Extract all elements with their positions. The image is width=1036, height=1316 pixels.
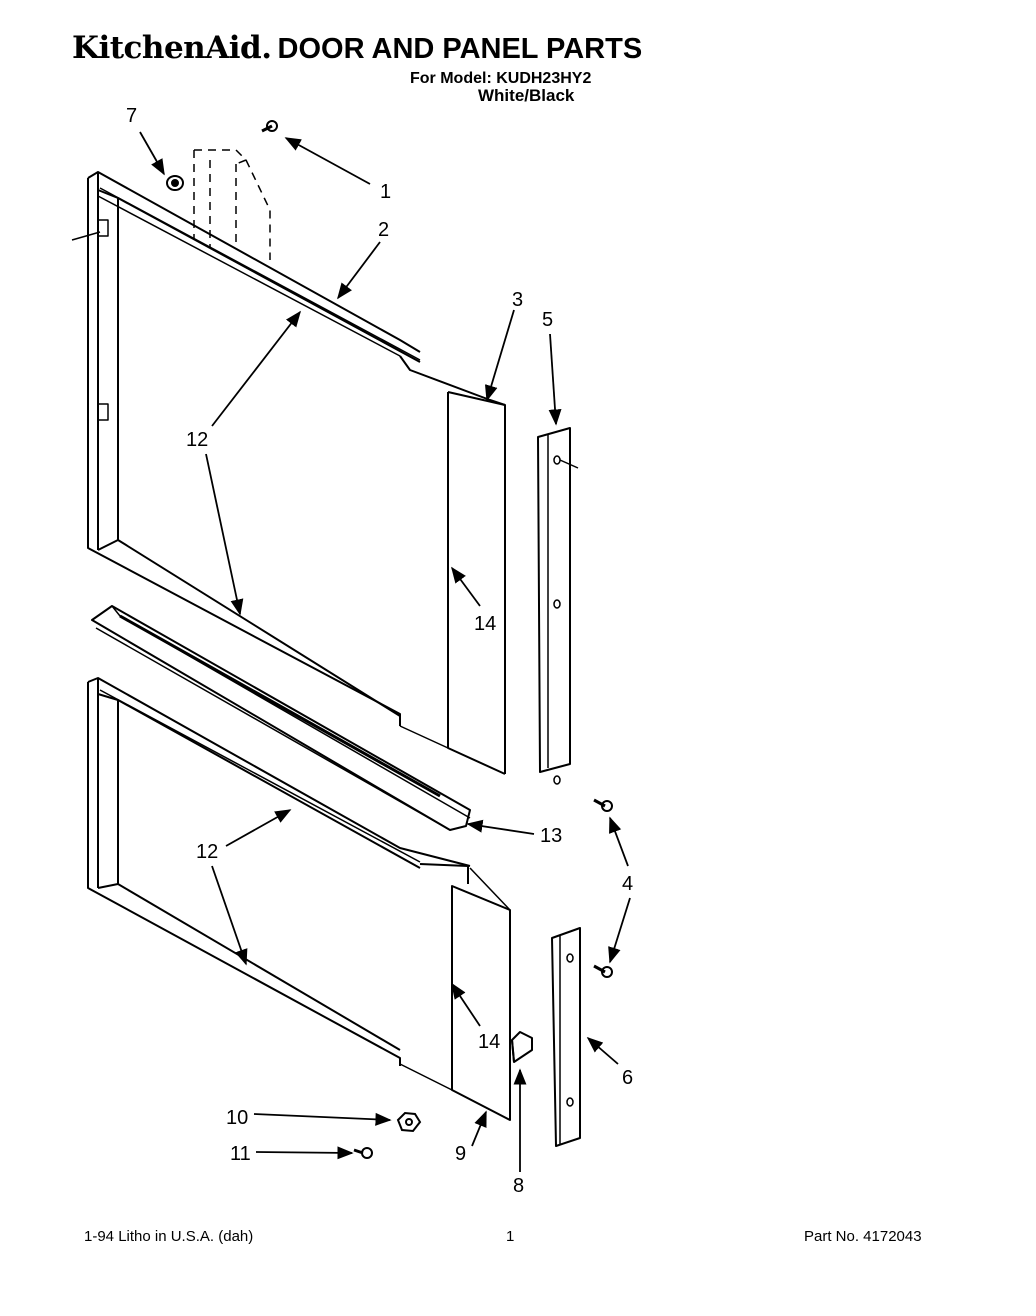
- grommet-7: [166, 175, 184, 191]
- handle-strip: [91, 605, 471, 831]
- hardware: [166, 120, 613, 1159]
- screw-11: [353, 1147, 373, 1159]
- leader-arrows: [139, 131, 631, 1172]
- page-header: KitchenAid.DOOR AND PANEL PARTS: [72, 30, 642, 66]
- upper-side-trim: [537, 427, 579, 785]
- callout-8: 8: [513, 1175, 524, 1197]
- callout-11: 11: [230, 1143, 251, 1165]
- lower-panel: [399, 863, 511, 1121]
- page-title: DOOR AND PANEL PARTS: [277, 33, 643, 65]
- lower-side-trim: [551, 927, 581, 1147]
- callout-9: 9: [455, 1143, 466, 1165]
- callout-14-lower: 14: [478, 1031, 500, 1053]
- callout-2: 2: [378, 219, 389, 241]
- callout-6: 6: [622, 1067, 633, 1089]
- callout-12-upper: 12: [186, 429, 208, 451]
- callout-1: 1: [380, 181, 391, 203]
- callout-5: 5: [542, 309, 553, 331]
- upper-panel: [117, 355, 506, 775]
- model-line: For Model: KUDH23HY2: [410, 70, 592, 87]
- footer-page-number: 1: [506, 1228, 515, 1245]
- brand-logo: KitchenAid.: [72, 30, 272, 66]
- lower-door-frame: [87, 677, 471, 1066]
- footer-litho: 1-94 Litho in U.S.A. (dah): [84, 1228, 254, 1245]
- hinge-bracket: [511, 1031, 533, 1063]
- callout-labels: 1 2 3 4 5 6 7 8 9 10 11 12 12 13 14 14: [126, 105, 633, 1197]
- callout-14-upper: 14: [474, 613, 496, 635]
- callout-12-lower: 12: [196, 841, 218, 863]
- callout-13: 13: [540, 825, 562, 847]
- screw-4b: [593, 964, 613, 978]
- callout-10: 10: [226, 1107, 248, 1129]
- callout-4: 4: [622, 873, 633, 895]
- screw-1: [261, 120, 278, 133]
- nut-10: [396, 1111, 422, 1133]
- color-line: White/Black: [478, 86, 575, 105]
- screw-4a: [593, 798, 613, 812]
- upper-door-frame: [71, 171, 421, 726]
- callout-7: 7: [126, 105, 137, 127]
- dashed-bracket: [193, 149, 271, 260]
- footer-part-number: Part No. 4172043: [804, 1228, 922, 1245]
- callout-3: 3: [512, 289, 523, 311]
